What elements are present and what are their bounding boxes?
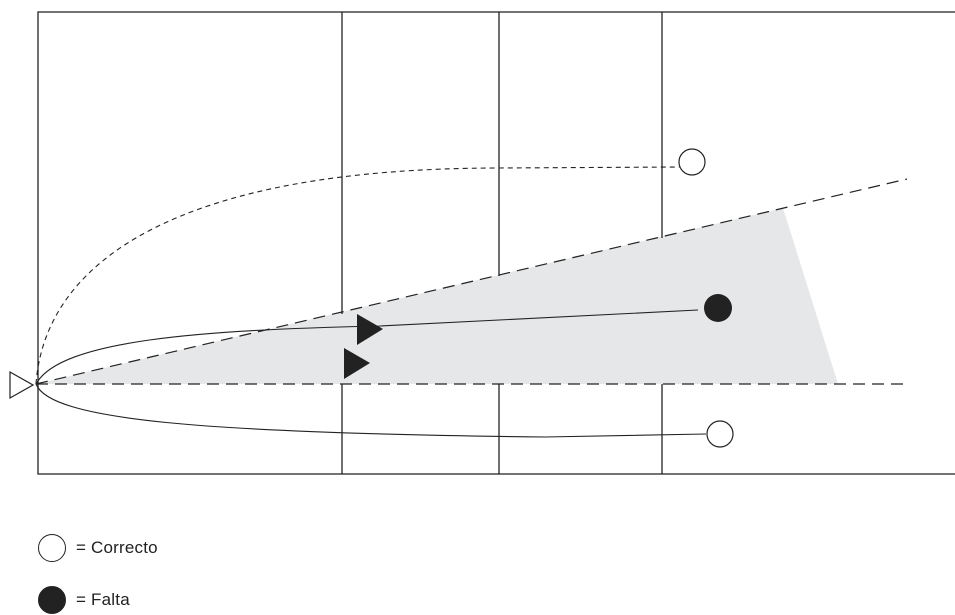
landing-open-circle-top	[678, 148, 706, 176]
trajectory-middle	[35, 309, 699, 385]
court-vertical-lines	[341, 12, 663, 474]
upper-boundary-line	[35, 178, 908, 385]
origin-triangle	[9, 370, 35, 400]
direction-arrow-upper	[357, 314, 383, 345]
trajectory-low	[35, 383, 707, 438]
legend-correct: = Correcto	[38, 533, 158, 563]
court-diagram	[9, 11, 955, 475]
direction-arrow-lower	[344, 348, 370, 379]
trajectory-high	[35, 166, 681, 385]
filled-circle-icon	[38, 586, 66, 614]
landing-filled-circle	[704, 294, 732, 322]
open-circle-icon	[38, 534, 66, 562]
legend-fault-label: = Falta	[76, 590, 130, 609]
shaded-zone	[36, 208, 838, 384]
legend-fault: = Falta	[38, 585, 130, 615]
court-outline	[37, 11, 955, 475]
legend-correct-label: = Correcto	[76, 538, 158, 557]
landing-open-circle-bottom	[706, 420, 734, 448]
